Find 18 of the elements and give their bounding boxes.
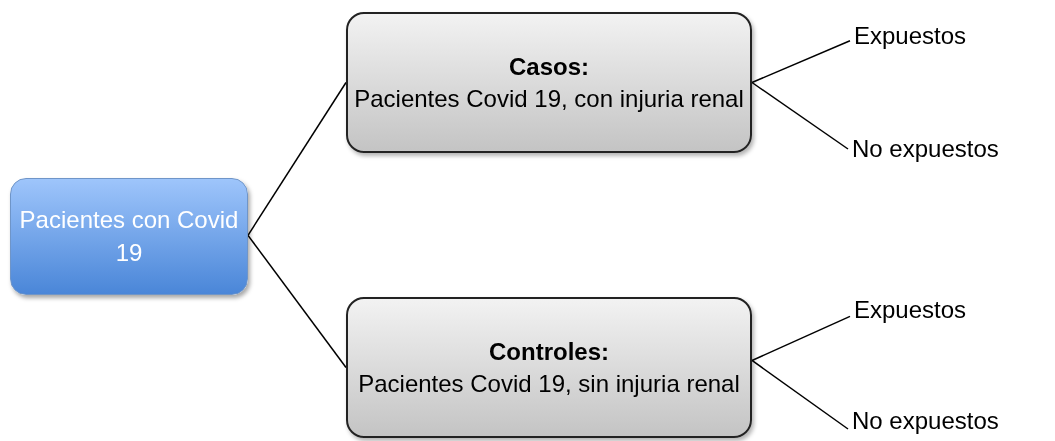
connector-line [751, 40, 851, 84]
outcome-label: No expuestos [848, 133, 1048, 165]
box-text: Pacientes Covid 19, sin injuria renal [358, 368, 740, 399]
group-box [346, 12, 752, 153]
outcome-label: No expuestos [848, 405, 1048, 437]
outcome-label: Expuestos [850, 20, 1010, 52]
connector-line [751, 315, 851, 362]
connector-line [751, 81, 849, 150]
box-text: Pacientes Covid 19, con injuria renal [354, 83, 744, 114]
group-box [346, 297, 752, 438]
connector-line [751, 359, 849, 430]
box-text: Pacientes con Covid 19 [18, 205, 240, 268]
box-heading: Casos: [509, 52, 589, 83]
population-box [10, 178, 248, 295]
connector-line [247, 81, 347, 237]
connector-line [247, 234, 347, 369]
box-heading: Controles: [489, 337, 609, 368]
outcome-label: Expuestos [850, 294, 1010, 326]
